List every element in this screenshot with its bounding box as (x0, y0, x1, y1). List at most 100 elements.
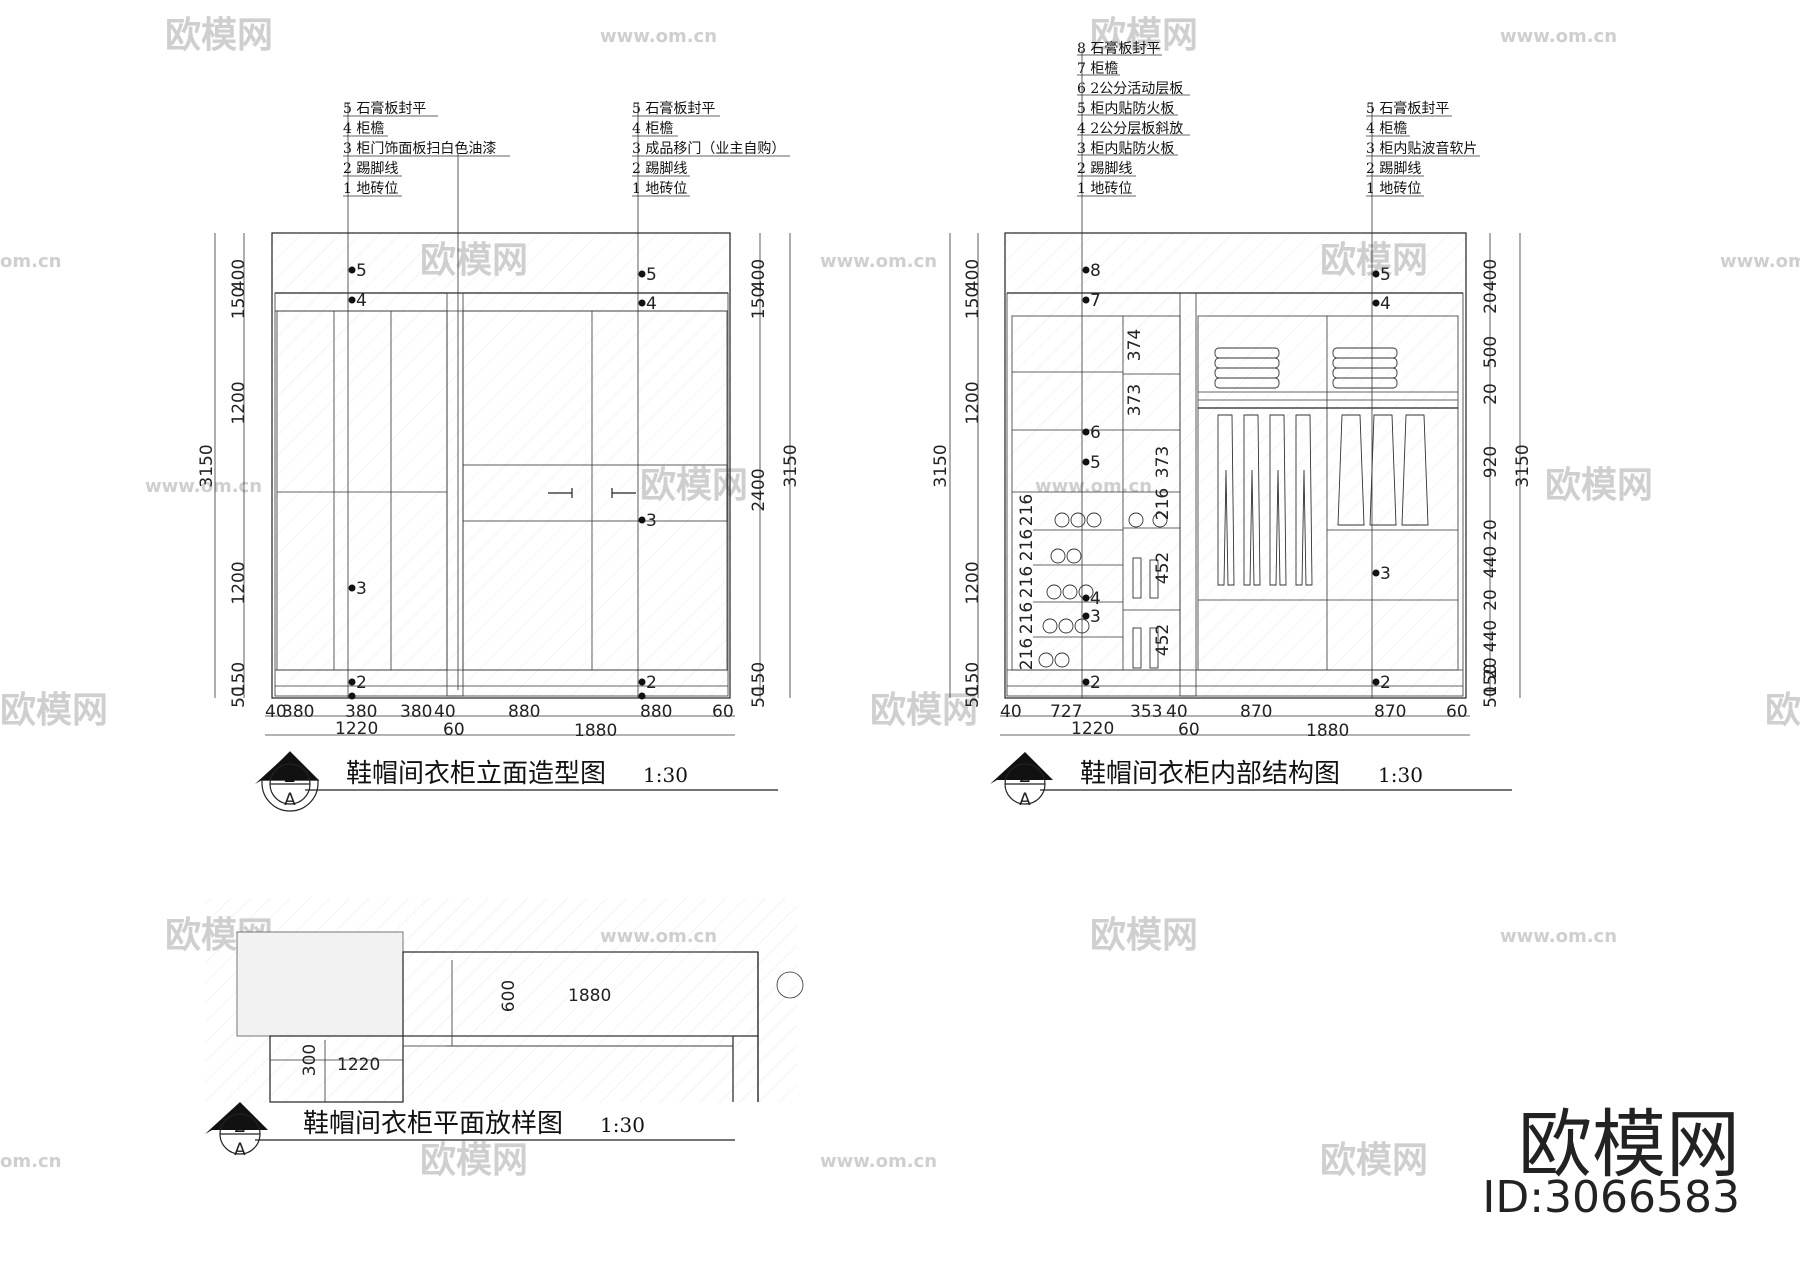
callout-item: 4 柜檐 (1366, 121, 1407, 137)
watermark-brand: 欧模网 (1320, 1140, 1428, 1181)
horizontal-dimensions: 40 380 380 380 40 880 880 60 1220 60 188… (265, 702, 734, 741)
elevation-drawing: 5 4 3 2 5 4 3 2 5 石膏板封平 4 柜檐 3 柜门饰面板扫白色油… (197, 100, 801, 812)
dim-label: 50 (229, 686, 249, 708)
drawing-title-interior: 2 A 鞋帽间衣柜内部结构图 1:30 (990, 752, 1512, 810)
title-badge-number: 2 (1019, 763, 1032, 787)
watermark-brand: 欧模网 (1545, 465, 1653, 506)
wall-block (236, 931, 404, 1037)
callout-item: 3 成品移门（业主自购） (632, 141, 785, 157)
dim-label: 20 (1481, 383, 1501, 405)
watermark-url: om.cn (0, 1151, 61, 1172)
door-glass-band (462, 464, 728, 522)
dim-label: 60 (443, 720, 465, 740)
dim-label: 3150 (197, 444, 217, 487)
svg-text:7: 7 (1090, 291, 1101, 311)
dim-label: 60 (712, 702, 734, 722)
vertical-dimensions-left: 400 150 1200 1200 150 50 3150 (197, 259, 249, 708)
watermark-url: www.om.cn (600, 26, 717, 47)
callout-item: 3 柜内贴波音软片 (1366, 140, 1477, 157)
dim-label: 400 (749, 259, 769, 291)
drawing-scale: 1:30 (600, 1113, 645, 1137)
drawing-title: 鞋帽间衣柜内部结构图 (1080, 759, 1340, 789)
dim-label: 150 (229, 662, 249, 694)
dim-label: 880 (640, 702, 672, 722)
callout-item: 3 柜门饰面板扫白色油漆 (343, 140, 496, 157)
svg-text:5: 5 (1380, 265, 1391, 285)
svg-text:4: 4 (1090, 589, 1101, 609)
drawing-title-plan: 2 A 鞋帽间衣柜平面放样图 1:30 (205, 1102, 735, 1160)
dim-label: 870 (1240, 702, 1272, 722)
brand-logo-text: 欧模网 (1518, 1102, 1740, 1188)
dim-label: 300 (300, 1044, 320, 1076)
dim-label: 400 (963, 259, 983, 291)
dim-label: 1880 (574, 721, 617, 741)
shelf-dimensions: 374 373 373 216 216 216 216 216 216 452 … (1017, 329, 1173, 670)
dim-label: 216 (1153, 488, 1173, 520)
dim-label: 1220 (337, 1055, 380, 1075)
drawing-scale: 1:30 (1378, 763, 1423, 787)
svg-text:4: 4 (646, 294, 657, 314)
title-badge-number: 2 (284, 763, 297, 787)
horizontal-dimensions-interior: 40 727 353 40 870 870 60 1220 60 1880 (1000, 702, 1468, 741)
dim-label: 2400 (749, 468, 769, 511)
dim-label: 880 (508, 702, 540, 722)
dim-label: 1200 (229, 381, 249, 424)
dim-label: 373 (1125, 384, 1145, 416)
svg-text:2: 2 (1380, 673, 1391, 693)
dim-label: 1220 (1071, 719, 1114, 739)
dim-label: 40 (1000, 702, 1022, 722)
dim-label: 40 (1166, 702, 1188, 722)
cabinet-outline (1004, 232, 1467, 699)
watermark-url: www.om.cn (1500, 926, 1617, 947)
svg-text:2: 2 (646, 673, 657, 693)
callout-item: 5 柜内贴防火板 (1077, 101, 1174, 117)
dim-label: 150 (963, 287, 983, 319)
dim-label: 440 (1481, 620, 1501, 652)
svg-text:2: 2 (356, 673, 367, 693)
dim-label: 870 (1374, 702, 1406, 722)
watermark-url: www.om.cn (820, 1151, 937, 1172)
callout-list-interior-right: 5 石膏板封平 4 柜檐 3 柜内贴波音软片 2 踢脚线 1 地砖位 (1366, 100, 1480, 197)
dim-label: 150 (749, 662, 769, 694)
dim-label: 400 (1481, 259, 1501, 291)
callout-item: 1 地砖位 (343, 181, 398, 197)
drawing-title: 鞋帽间衣柜平面放样图 (303, 1109, 563, 1139)
dim-label: 1880 (568, 986, 611, 1006)
shoes-icon (1038, 512, 1168, 669)
dim-label: 60 (1446, 702, 1468, 722)
hanging-pants-icon (1217, 414, 1313, 586)
vertical-dimensions-interior-right: 400 20 500 20 920 20 440 20 440 20 150 5… (1481, 259, 1533, 708)
pipe-icon (776, 971, 804, 999)
callout-item: 2 踢脚线 (632, 161, 687, 177)
callout-item: 2 踢脚线 (343, 161, 398, 177)
dim-label: 60 (1178, 720, 1200, 740)
dim-label: 216 (1017, 602, 1037, 634)
callout-item: 2 踢脚线 (1366, 161, 1421, 177)
svg-text:3: 3 (1380, 564, 1391, 584)
svg-text:6: 6 (1090, 423, 1101, 443)
dim-label: 216 (1017, 638, 1037, 670)
svg-text:3: 3 (356, 579, 367, 599)
dim-label: 920 (1481, 446, 1501, 478)
dim-label: 1200 (229, 561, 249, 604)
dim-label: 216 (1017, 566, 1037, 598)
callout-item: 4 2公分层板斜放 (1077, 121, 1183, 137)
callout-item: 7 柜檐 (1077, 61, 1118, 77)
hanging-jackets-icon (1337, 414, 1429, 526)
dim-label: 40 (265, 702, 287, 722)
watermark-brand: 欧模网 (1090, 915, 1198, 956)
callout-list-left: 5 石膏板封平 4 柜檐 3 柜门饰面板扫白色油漆 2 踢脚线 1 地砖位 (343, 100, 510, 197)
vertical-dimensions-right: 400 150 2400 150 50 3150 (749, 259, 801, 708)
callout-item: 5 石膏板封平 (343, 100, 426, 117)
svg-text:3: 3 (646, 511, 657, 531)
dim-label: 380 (282, 702, 314, 722)
dim-label: 40 (434, 702, 456, 722)
callout-item: 5 石膏板封平 (1366, 100, 1449, 117)
title-badge-letter: A (1019, 790, 1031, 810)
vertical-dimensions-interior-left: 400 150 1200 1200 150 50 3150 (931, 259, 983, 708)
svg-text:3: 3 (1090, 607, 1101, 627)
svg-text:5: 5 (356, 261, 367, 281)
dim-label: 380 (400, 702, 432, 722)
watermark-brand: 欧模网 (165, 15, 273, 56)
title-badge-letter: A (234, 1140, 246, 1160)
